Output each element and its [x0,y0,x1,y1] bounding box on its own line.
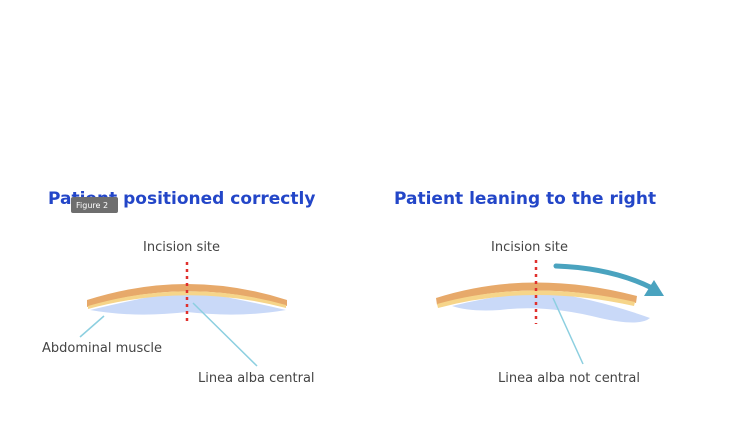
muscle-leader-line [79,315,105,338]
tooltip-background [71,197,118,213]
fat-layer-correct [88,291,286,309]
abdominal-muscle-label: Abdominal muscle [42,341,162,356]
abdominal-wall-correct [87,284,287,315]
abdominal-muscle-shape-leaning [452,292,650,323]
incision-site-label-leaning: Incision site [491,240,568,255]
fat-layer-leaning [437,290,635,308]
abdominal-wall-leaning [436,282,650,323]
curved-arrow-right-icon [553,263,664,296]
linea-alba-leader-line-correct [192,302,258,367]
panel-positioned-correctly: Patient positioned correctly Incision si… [42,189,315,386]
linea-alba-leader-line-leaning [552,297,584,365]
incision-site-label-correct: Incision site [143,240,220,255]
skin-layer-correct [87,284,287,307]
panel-leaning-right: Patient leaning to the right Incision si… [394,189,664,386]
linea-alba-label-correct: Linea alba central [198,371,315,386]
panel-title-leaning: Patient leaning to the right [394,189,656,209]
tooltip-label: Figure 2 [76,201,108,210]
skin-layer-leaning [436,282,637,305]
abdominal-muscle-shape-correct [90,290,286,315]
figure-tooltip: Figure 2 [71,197,118,213]
linea-alba-label-leaning: Linea alba not central [498,371,640,386]
